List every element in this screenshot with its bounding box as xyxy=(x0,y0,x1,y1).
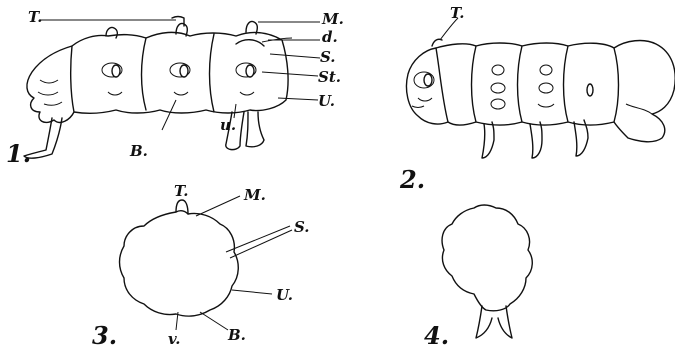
fig1-label-St: St. xyxy=(318,68,341,86)
figure-3-number: 3. xyxy=(92,321,117,350)
figure-1-number: 1. xyxy=(6,139,31,168)
fig3-label-T: T. xyxy=(174,182,188,200)
fig1-label-u: u. xyxy=(220,116,236,134)
fig1-label-d: d. xyxy=(322,28,338,46)
fig1-label-S: S. xyxy=(320,48,336,66)
fig1-label-B: B. xyxy=(129,142,148,160)
figure-4-cross-section xyxy=(442,205,532,338)
fig3-label-B: B. xyxy=(227,326,246,344)
fig3-label-S: S. xyxy=(294,218,310,236)
fig1-label-T: T. xyxy=(28,8,42,26)
fig2-label-T: T. xyxy=(450,4,464,22)
figure-4-number: 4. xyxy=(424,321,449,350)
fig3-label-U: U. xyxy=(276,286,293,304)
figure-1-larva xyxy=(24,17,292,159)
fig3-label-v: v. xyxy=(168,330,180,348)
fig1-label-M: M. xyxy=(321,10,344,28)
fig1-label-U: U. xyxy=(318,92,335,110)
figure-2-larva xyxy=(406,18,675,158)
figure-2-number: 2. xyxy=(399,165,425,194)
figure-3-cross-section xyxy=(120,196,293,330)
fig3-label-M: M. xyxy=(243,186,266,204)
